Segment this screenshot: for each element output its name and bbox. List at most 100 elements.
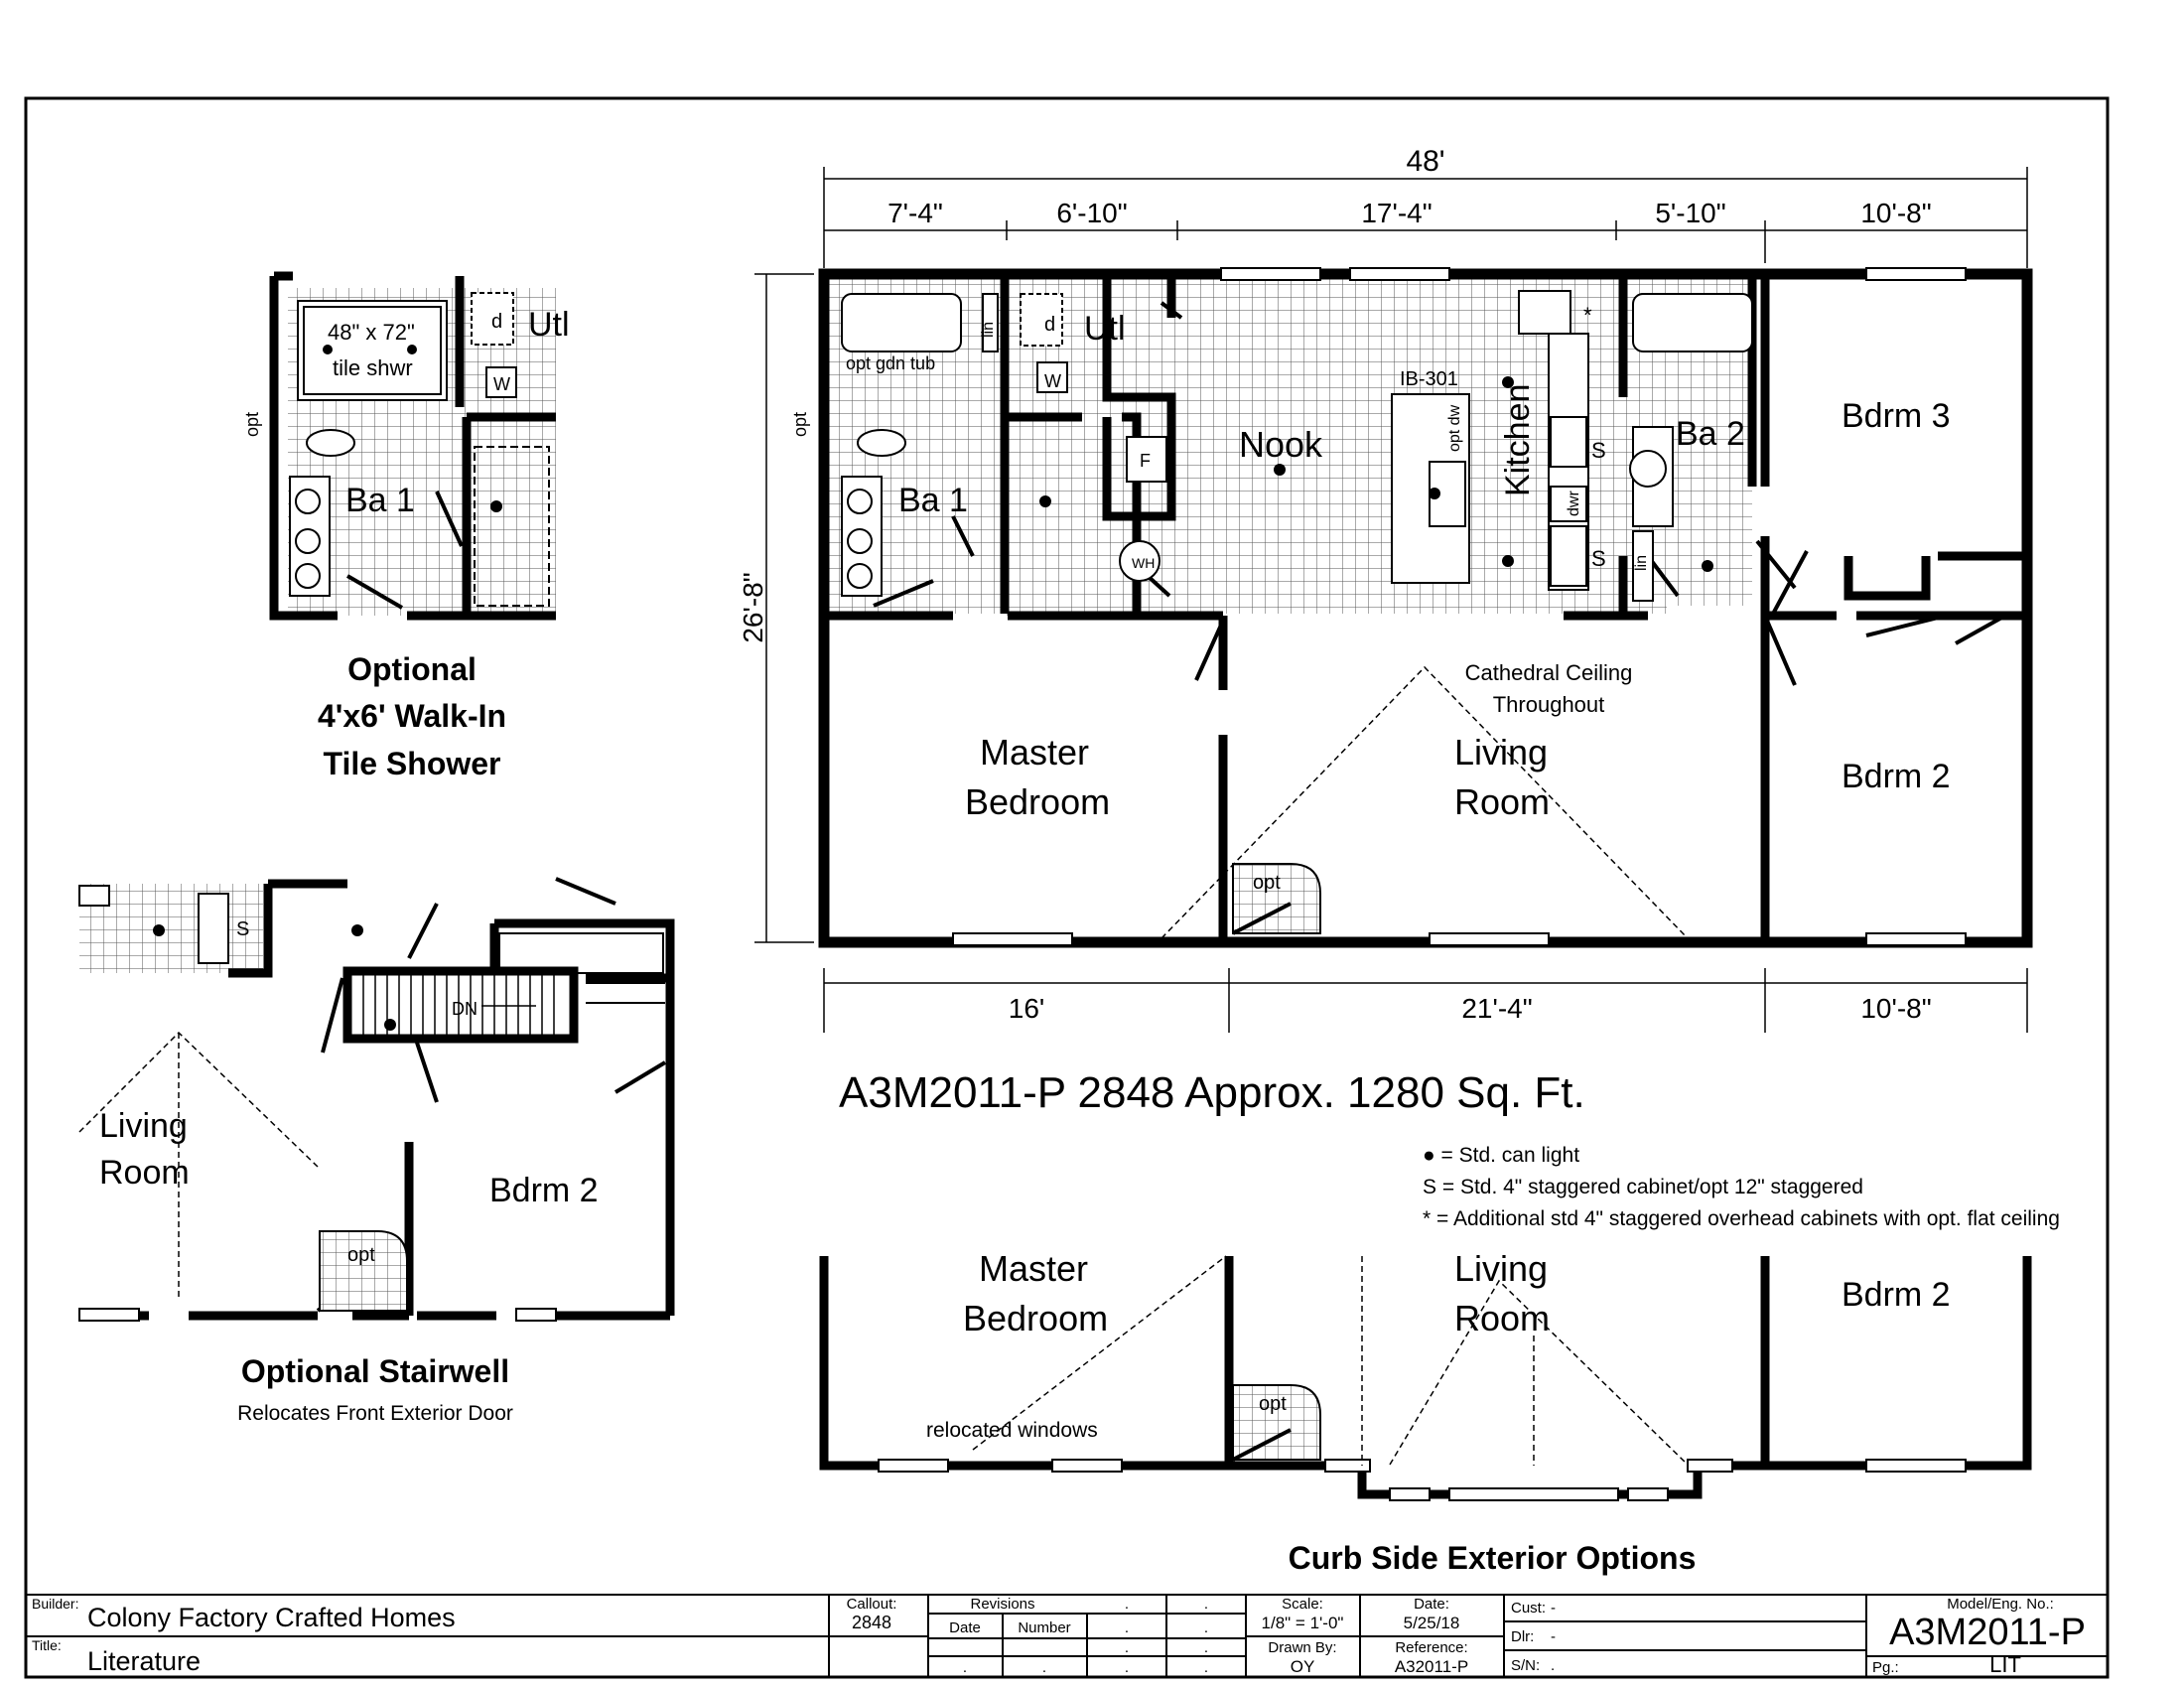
shower-utl: Utl (528, 306, 570, 344)
page-value: LIT (1989, 1652, 2021, 1677)
stair-living-line1: Living (99, 1107, 188, 1145)
shower-caption-line2: 4'x6' Walk-In (318, 698, 506, 734)
shower-size-line1: 48" x 72" (328, 320, 415, 345)
revision-dot: . (963, 1659, 967, 1676)
cust-value: - (1551, 1600, 1556, 1617)
callout-label: Callout: (847, 1596, 897, 1613)
stair-subcaption: Relocates Front Exterior Door (237, 1402, 513, 1425)
label-s-2: S (1591, 546, 1606, 571)
dim-top-3: 17'-4" (1361, 198, 1432, 228)
label-s-1: S (1591, 438, 1606, 463)
cust-label: Cust: (1511, 1600, 1546, 1617)
curb-living-line2: Room (1454, 1298, 1550, 1338)
ceiling-note-line1: Cathedral Ceiling (1465, 660, 1633, 685)
page-label: Pg.: (1872, 1659, 1899, 1676)
room-living-line2: Room (1454, 781, 1550, 822)
callout-value: 2848 (852, 1613, 891, 1632)
revision-dot: . (1125, 1596, 1129, 1613)
reference-label: Reference: (1395, 1639, 1467, 1656)
shower-d: d (491, 311, 502, 333)
dlr-value: - (1551, 1628, 1556, 1645)
curb-master-line2: Bedroom (963, 1298, 1108, 1338)
label-d: d (1044, 314, 1055, 336)
sheet-border (24, 96, 2110, 1679)
revision-dot: . (1204, 1659, 1208, 1676)
dlr-label: Dlr: (1511, 1628, 1534, 1645)
shower-caption-line1: Optional (347, 651, 477, 687)
reference-value: A32011-P (1395, 1657, 1468, 1676)
room-bdrm2: Bdrm 2 (1842, 758, 1951, 795)
room-ba1: Ba 1 (898, 482, 968, 519)
label-star: * (1583, 303, 1592, 328)
legend-can-light: ● = Std. can light (1423, 1144, 1579, 1167)
label-dwr: dwr (1566, 491, 1582, 516)
curb-side-option-plan: Master Bedroom Living Room Bdrm 2 opt re… (819, 1248, 2032, 1576)
shower-size-line2: tile shwr (333, 355, 413, 380)
builder-label: Builder: (32, 1596, 78, 1612)
revisions-date-col: Date (949, 1619, 981, 1636)
curb-relocated-windows: relocated windows (926, 1419, 1098, 1442)
curb-master-line1: Master (979, 1248, 1088, 1289)
revision-dot: . (1204, 1619, 1208, 1636)
drawn-by-label: Drawn By: (1268, 1639, 1336, 1656)
scale-value: 1/8" = 1'-0" (1262, 1614, 1344, 1632)
stair-caption: Optional Stairwell (241, 1353, 509, 1389)
model-no-label: Model/Eng. No.: (1947, 1596, 2054, 1613)
dim-overall-width: 48' (1406, 145, 1444, 178)
title-label: Title: (32, 1637, 62, 1653)
legend-staggered-cabinet: S = Std. 4" staggered cabinet/opt 12" st… (1423, 1176, 1863, 1198)
stair-s: S (236, 918, 249, 940)
stair-dn: DN (452, 999, 478, 1019)
label-opt-dw: opt dw (1446, 404, 1463, 452)
room-kitchen: Kitchen (1499, 384, 1537, 496)
revision-dot: . (1204, 1596, 1208, 1613)
opt-side-label: opt (790, 412, 810, 437)
revision-dot: . (1042, 1659, 1046, 1676)
room-utl: Utl (1084, 310, 1126, 348)
label-wh: WH (1132, 555, 1155, 571)
label-opt-gdn-tub: opt gdn tub (846, 353, 935, 373)
revisions-label: Revisions (970, 1596, 1034, 1613)
room-master-line2: Bedroom (965, 781, 1110, 822)
shower-caption-line3: Tile Shower (323, 746, 500, 781)
scale-label: Scale: (1282, 1596, 1323, 1613)
label-f: F (1140, 451, 1151, 471)
curb-opt: opt (1259, 1393, 1287, 1415)
dim-top-2: 6'-10" (1056, 198, 1127, 228)
shower-w: W (493, 374, 510, 394)
sn-label: S/N: (1511, 1657, 1540, 1674)
date-value: 5/25/18 (1404, 1614, 1460, 1632)
ceiling-note-line2: Throughout (1493, 692, 1605, 717)
curb-living-line1: Living (1454, 1248, 1548, 1289)
main-floor-plan: Nook Kitchen Ba 1 Ba 2 Bdrm 3 Bdrm 2 Mas… (738, 145, 2033, 1033)
room-bdrm3: Bdrm 3 (1842, 397, 1951, 435)
title-block: Builder: Colony Factory Crafted Homes Ti… (26, 1594, 2108, 1677)
dim-bottom-3: 10'-8" (1860, 993, 1931, 1024)
stairwell-option-plan: S DN Living Room Bdrm 2 opt Optional Sta… (78, 877, 675, 1425)
stair-opt: opt (347, 1244, 375, 1266)
model-title: A3M2011-P 2848 Approx. 1280 Sq. Ft. (839, 1068, 1585, 1117)
dim-bottom-2: 21'-4" (1461, 993, 1532, 1024)
label-w: W (1044, 371, 1061, 391)
legend-overhead-cabinets: * = Additional std 4" staggered overhead… (1423, 1207, 2060, 1230)
sn-value: . (1551, 1657, 1555, 1674)
dim-top-1: 7'-4" (887, 198, 943, 228)
shower-opt: opt (242, 412, 262, 437)
dim-top-5: 10'-8" (1860, 198, 1931, 228)
revisions-number-col: Number (1018, 1619, 1070, 1636)
shower-ba1: Ba 1 (345, 482, 415, 519)
dim-bottom-1: 16' (1009, 993, 1045, 1024)
revision-dot: . (1125, 1659, 1129, 1676)
drawn-by-value: OY (1291, 1657, 1315, 1676)
shower-option-plan: 48" x 72" tile shwr Ba 1 Utl d W opt Opt… (242, 271, 570, 781)
curb-bdrm2: Bdrm 2 (1842, 1276, 1951, 1314)
stair-bdrm2: Bdrm 2 (489, 1172, 599, 1209)
room-living-line1: Living (1454, 732, 1548, 773)
revision-dot: . (1204, 1639, 1208, 1656)
room-master-line1: Master (980, 732, 1089, 773)
builder-name: Colony Factory Crafted Homes (87, 1603, 456, 1632)
label-lin-2: lin (1633, 555, 1650, 571)
dim-depth: 26'-8" (738, 572, 768, 642)
room-ba2: Ba 2 (1676, 415, 1745, 453)
